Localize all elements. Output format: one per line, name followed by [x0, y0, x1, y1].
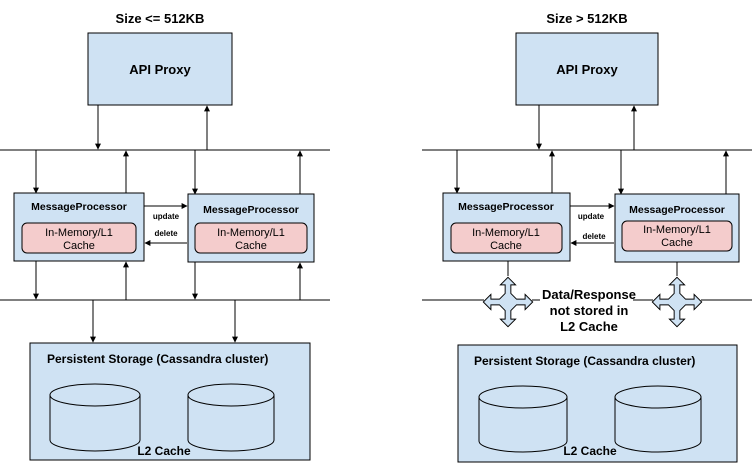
delete-label: delete — [582, 232, 606, 241]
delete-label: delete — [154, 229, 178, 238]
blocked-cross-icon — [651, 276, 703, 328]
api-proxy-label: API Proxy — [556, 62, 618, 77]
l1-cache-label: Cache — [661, 237, 693, 249]
l1-cache-label: Cache — [490, 240, 522, 252]
update-label: update — [153, 212, 180, 221]
not-stored-note: Data/Response — [542, 287, 636, 302]
storage-title: Persistent Storage (Cassandra cluster) — [47, 352, 268, 366]
persistent-storage-box: Persistent Storage (Cassandra cluster) L… — [29, 342, 311, 461]
database-cylinder-icon — [614, 385, 702, 453]
l1-cache-label: Cache — [235, 240, 267, 252]
blocked-cross-icon — [482, 276, 534, 328]
storage-title: Persistent Storage (Cassandra cluster) — [474, 354, 695, 368]
panel-small-size: Size <= 512KB API Proxy MessageProcessor… — [0, 11, 330, 461]
api-proxy-label: API Proxy — [129, 62, 191, 77]
database-cylinder-icon — [49, 383, 141, 452]
l1-cache-label: In-Memory/L1 — [643, 224, 711, 236]
database-cylinder-icon — [187, 383, 275, 452]
message-processor-box: MessageProcessor In-Memory/L1 Cache — [187, 193, 315, 263]
l2-cache-label: L2 Cache — [137, 444, 191, 458]
message-processor-label: MessageProcessor — [629, 204, 725, 216]
database-cylinder-icon — [478, 385, 568, 453]
message-processor-box: MessageProcessor In-Memory/L1 Cache — [13, 192, 145, 262]
persistent-storage-box: Persistent Storage (Cassandra cluster) L… — [457, 344, 738, 463]
l2-cache-label: L2 Cache — [563, 444, 617, 458]
not-stored-note: L2 Cache — [560, 319, 618, 334]
message-processor-box: MessageProcessor In-Memory/L1 Cache — [442, 192, 571, 262]
not-stored-note: not stored in — [550, 303, 629, 318]
panel-title: Size <= 512KB — [116, 11, 205, 26]
update-label: update — [578, 212, 605, 221]
message-processor-label: MessageProcessor — [31, 201, 127, 213]
message-processor-label: MessageProcessor — [458, 201, 554, 213]
l1-cache-label: In-Memory/L1 — [217, 227, 285, 239]
l1-cache-label: In-Memory/L1 — [472, 227, 540, 239]
api-proxy-box: API Proxy — [515, 32, 659, 106]
message-processor-label: MessageProcessor — [203, 204, 299, 216]
message-processor-box: MessageProcessor In-Memory/L1 Cache — [614, 193, 740, 263]
l1-cache-label: Cache — [63, 240, 95, 252]
l1-cache-label: In-Memory/L1 — [45, 227, 113, 239]
panel-title: Size > 512KB — [546, 11, 627, 26]
api-proxy-box: API Proxy — [87, 32, 233, 106]
panel-large-size: Size > 512KB API Proxy MessageProcessor … — [422, 11, 752, 463]
